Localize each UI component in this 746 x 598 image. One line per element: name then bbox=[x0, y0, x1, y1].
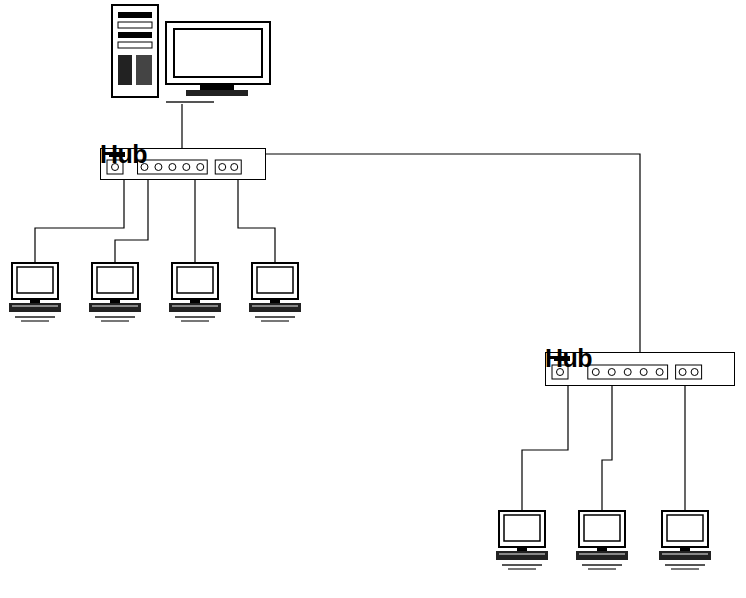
hub-box: Hub bbox=[100, 148, 266, 180]
hub-label: Hub bbox=[545, 344, 592, 373]
hub-label: Hub bbox=[100, 140, 147, 169]
hub-link bbox=[266, 154, 640, 352]
hub-box: Hub bbox=[545, 352, 735, 386]
wires bbox=[35, 104, 685, 510]
server-computer bbox=[112, 5, 270, 103]
workstations bbox=[9, 263, 711, 570]
